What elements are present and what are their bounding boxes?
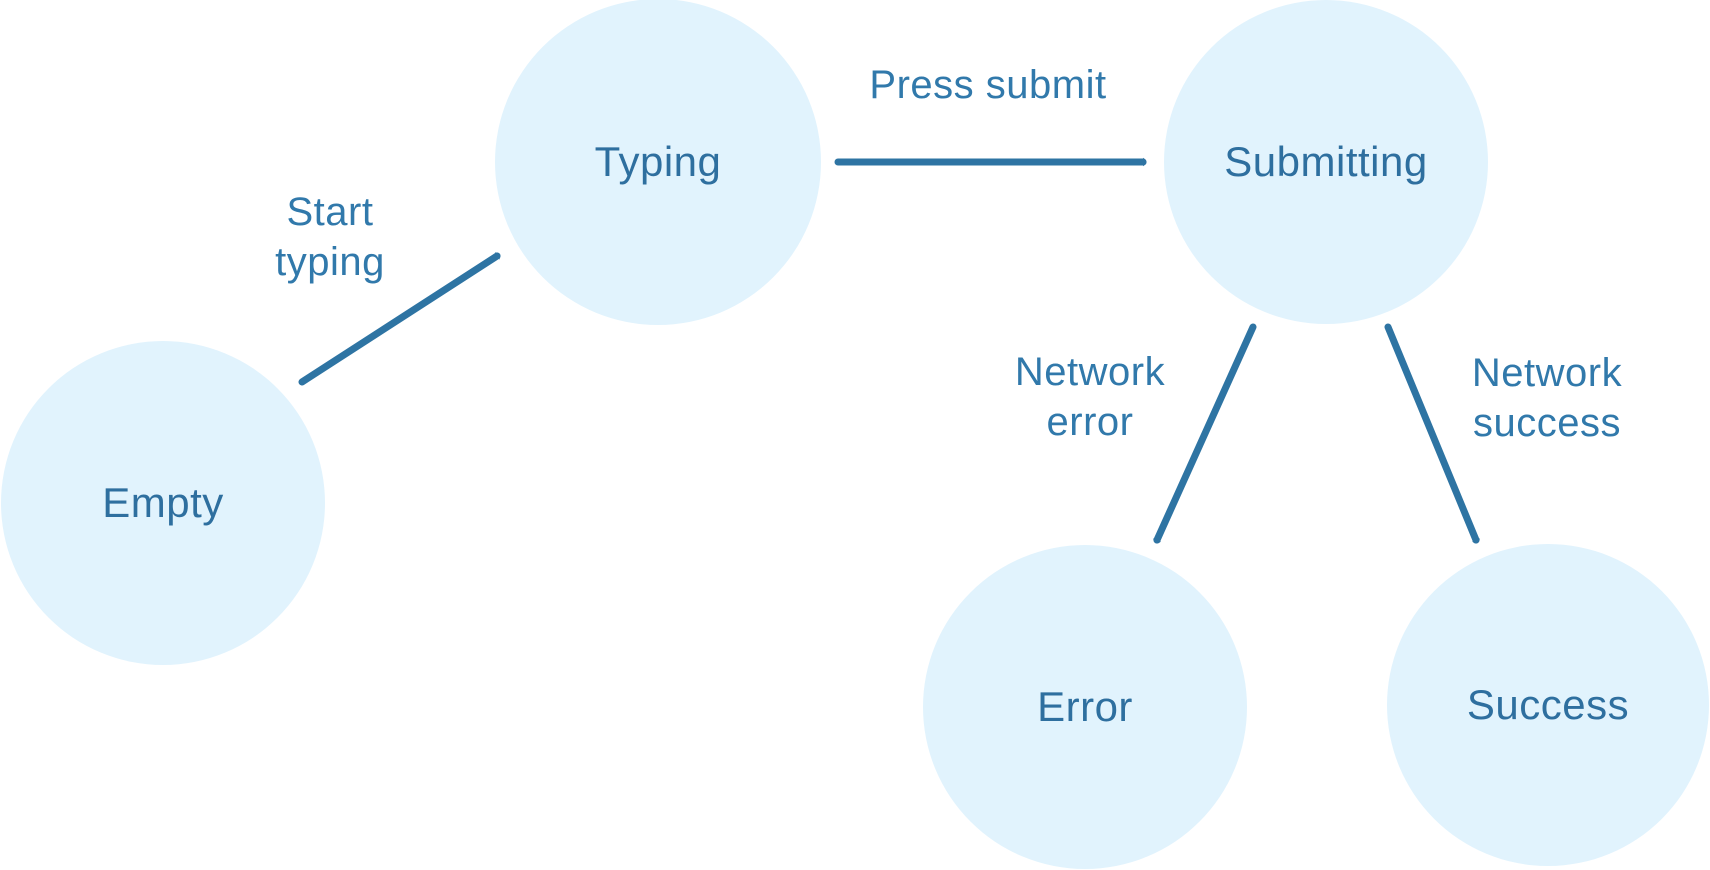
edge-label-line: Network	[1014, 350, 1166, 394]
edge-label-network-success: Network success	[1472, 348, 1622, 448]
edge-label-line: Start	[286, 190, 374, 234]
state-node-submitting[interactable]: Submitting	[1164, 0, 1488, 324]
transition-arrow-start-typing	[298, 256, 501, 386]
state-label-empty: Empty	[102, 479, 224, 526]
transition-arrow-network-error	[1157, 323, 1257, 544]
edge-label-line: Network	[1471, 351, 1623, 395]
edge-label-line: typing	[275, 240, 385, 284]
state-label-success: Success	[1466, 681, 1630, 728]
state-label-error: Error	[1037, 683, 1133, 730]
state-node-error[interactable]: Error	[923, 545, 1247, 869]
edge-label-press-submit: Press submit	[869, 60, 1106, 110]
transition-arrow-network-success	[1384, 323, 1476, 544]
state-label-typing: Typing	[594, 138, 722, 185]
state-node-empty[interactable]: Empty	[1, 341, 325, 665]
state-node-typing[interactable]: Typing	[495, 0, 821, 325]
edge-label-start-typing: Start typing	[275, 187, 385, 287]
edge-label-line: Press submit	[869, 63, 1107, 107]
edge-label-network-error: Network error	[1015, 347, 1165, 447]
edge-label-line: error	[1046, 400, 1134, 444]
state-node-success[interactable]: Success	[1387, 544, 1709, 866]
state-label-submitting: Submitting	[1224, 138, 1428, 185]
edge-label-line: success	[1472, 401, 1621, 445]
